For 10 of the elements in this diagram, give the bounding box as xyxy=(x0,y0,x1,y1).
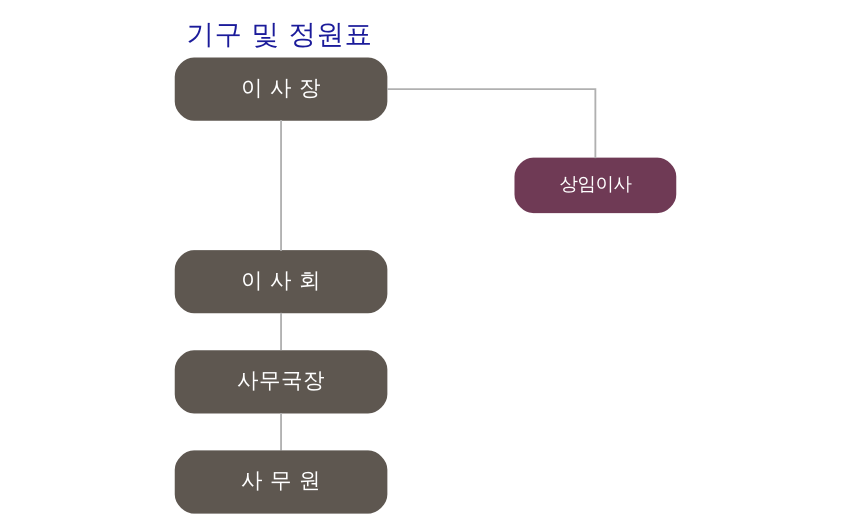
connector xyxy=(280,312,282,350)
node-box: 사 무 원 xyxy=(174,450,387,514)
diagram-title: 기구 및 정원표 xyxy=(186,17,372,50)
node-box: 이 사 회 xyxy=(174,250,387,313)
connector xyxy=(280,412,282,450)
node-box: 사무국장 xyxy=(174,350,387,413)
node-box: 상임이사 xyxy=(514,157,676,213)
connector xyxy=(280,120,282,250)
node-box: 이 사 장 xyxy=(174,57,387,120)
connector xyxy=(386,88,596,158)
